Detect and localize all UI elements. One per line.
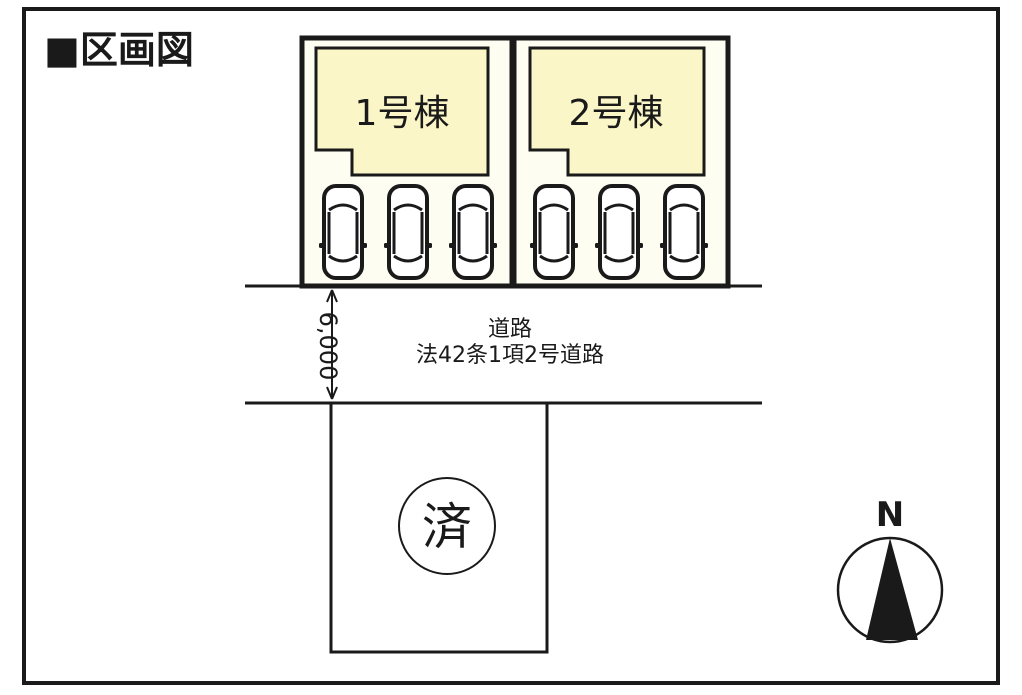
car-outline bbox=[663, 184, 705, 280]
car-outline bbox=[393, 254, 423, 263]
diagram-title: ■区画図 bbox=[44, 28, 194, 72]
car-outline bbox=[702, 243, 708, 248]
lot-1-label: 1号棟 bbox=[355, 93, 450, 134]
sold-mark-circle bbox=[398, 477, 496, 575]
car-outline bbox=[530, 243, 536, 248]
north-compass: N bbox=[836, 495, 944, 644]
lot-2-building bbox=[528, 46, 706, 177]
car-icon bbox=[319, 184, 367, 280]
car-icon bbox=[384, 184, 432, 280]
car-outline bbox=[449, 243, 455, 248]
car-outline bbox=[572, 243, 578, 248]
sold-lot: 済 bbox=[329, 401, 549, 654]
car-outline bbox=[458, 254, 488, 263]
dimension-arrow-bottom-icon bbox=[326, 386, 338, 400]
car-outline bbox=[604, 203, 634, 212]
car-outline bbox=[491, 243, 497, 248]
lot-1-building bbox=[314, 46, 490, 177]
car-outline bbox=[660, 243, 666, 248]
road-width-dimension: 6,000 bbox=[314, 289, 342, 400]
car-outline bbox=[426, 243, 432, 248]
car-outline bbox=[669, 203, 699, 212]
car-outline bbox=[328, 254, 358, 263]
car-outline bbox=[322, 184, 364, 280]
car-outline bbox=[539, 254, 569, 263]
north-arrow-icon bbox=[866, 538, 918, 640]
car-outline bbox=[533, 184, 575, 280]
car-outline bbox=[393, 203, 423, 212]
car-outline bbox=[328, 203, 358, 212]
car-outline bbox=[319, 243, 325, 248]
dimension-arrow-top-icon bbox=[326, 289, 338, 303]
car-outline bbox=[604, 254, 634, 263]
car-outline bbox=[387, 184, 429, 280]
car-outline bbox=[595, 243, 601, 248]
car-outline bbox=[598, 184, 640, 280]
compass-label: N bbox=[876, 495, 904, 535]
road-name: 道路 bbox=[488, 317, 532, 342]
car-outline bbox=[361, 243, 367, 248]
road-designation: 法42条1項2号道路 bbox=[416, 343, 604, 368]
car-icon bbox=[530, 184, 578, 280]
car-outline bbox=[452, 184, 494, 280]
car-icon bbox=[660, 184, 708, 280]
road-width-label: 6,000 bbox=[314, 312, 342, 381]
lot-2-label: 2号棟 bbox=[569, 93, 664, 134]
car-outline bbox=[669, 254, 699, 263]
parking-cars bbox=[319, 184, 708, 280]
car-outline bbox=[384, 243, 390, 248]
car-outline bbox=[637, 243, 643, 248]
car-outline bbox=[539, 203, 569, 212]
car-outline bbox=[458, 203, 488, 212]
car-icon bbox=[595, 184, 643, 280]
sold-mark: 済 bbox=[422, 498, 472, 556]
car-icon bbox=[449, 184, 497, 280]
